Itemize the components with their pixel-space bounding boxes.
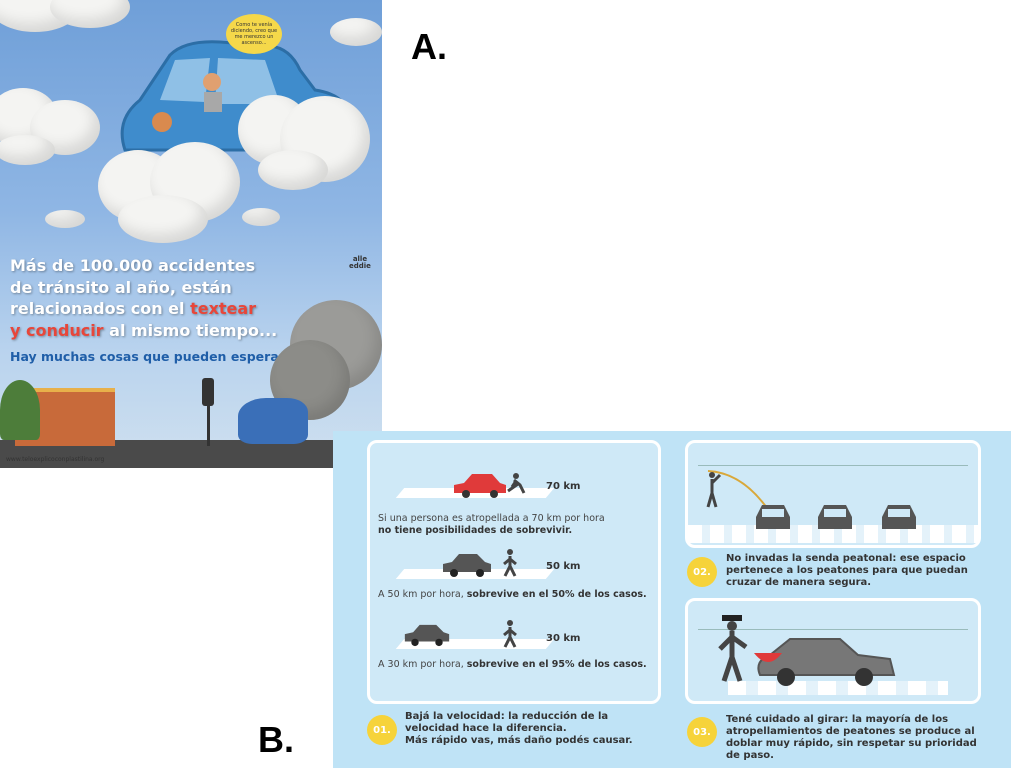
cloud — [242, 208, 280, 226]
turning-car-icon — [754, 638, 896, 686]
cloud — [118, 195, 208, 243]
pedestrian-icon — [503, 549, 517, 577]
red-car-icon — [454, 474, 506, 498]
crashed-car — [238, 398, 308, 444]
tip-01-text: Bajá la velocidad: la reducción de la ve… — [405, 711, 633, 746]
tree — [0, 380, 40, 440]
traffic-light-pole — [207, 406, 210, 446]
tip-03-number: 03. — [687, 717, 717, 747]
speech-bubble: Como te venía diciendo, creo que me mere… — [226, 14, 282, 54]
pedestrian-icon — [503, 620, 517, 648]
speed-70-desc: Si una persona es atropellada a 70 km po… — [378, 513, 605, 536]
cloud — [258, 150, 328, 190]
speed-50-desc: A 50 km por hora, sobrevive en el 50% de… — [378, 589, 647, 600]
pedestrian-hit-icon — [507, 473, 526, 494]
tip-01-number: 01. — [367, 715, 397, 745]
cloud — [45, 210, 85, 228]
skyline — [698, 465, 968, 467]
car-front-icon — [818, 505, 852, 529]
speed-50: 50 km — [546, 561, 581, 572]
label-a: A. — [411, 26, 447, 67]
label-b: B. — [258, 719, 294, 760]
tip-02-text: No invadas la senda peatonal: ese espaci… — [726, 553, 968, 588]
pedestrian-hat-icon — [718, 615, 748, 682]
crosswalk-stripes — [688, 525, 978, 543]
poster-url: www.teloexplicoconplastilina.org — [6, 456, 105, 463]
tip-02-number: 02. — [687, 557, 717, 587]
skyline — [698, 629, 968, 631]
speed-30: 30 km — [546, 633, 581, 644]
cloud — [330, 18, 382, 46]
turning-panel — [685, 598, 981, 704]
cloud — [0, 135, 55, 165]
poster-headline: Más de 100.000 accidentes de tránsito al… — [10, 256, 278, 340]
dark-car-icon — [404, 624, 450, 647]
poster-image: Como te venía diciendo, creo que me mere… — [0, 0, 382, 468]
poster-subtitle: Hay muchas cosas que pueden esperar... — [10, 349, 298, 364]
infographic: 70 km Si una persona es atropellada a 70… — [333, 431, 1011, 768]
speed-70: 70 km — [546, 481, 581, 492]
car-front-icon — [882, 505, 916, 529]
traffic-light — [202, 378, 214, 406]
dark-car-icon — [443, 554, 491, 577]
tip-03-text: Tené cuidado al girar: la mayoría de los… — [726, 714, 977, 761]
car-front-icon — [756, 505, 790, 529]
speed-panel: 70 km Si una persona es atropellada a 70… — [367, 440, 661, 704]
speed-30-desc: A 30 km por hora, sobrevive en el 95% de… — [378, 659, 647, 670]
crosswalk-panel — [685, 440, 981, 548]
